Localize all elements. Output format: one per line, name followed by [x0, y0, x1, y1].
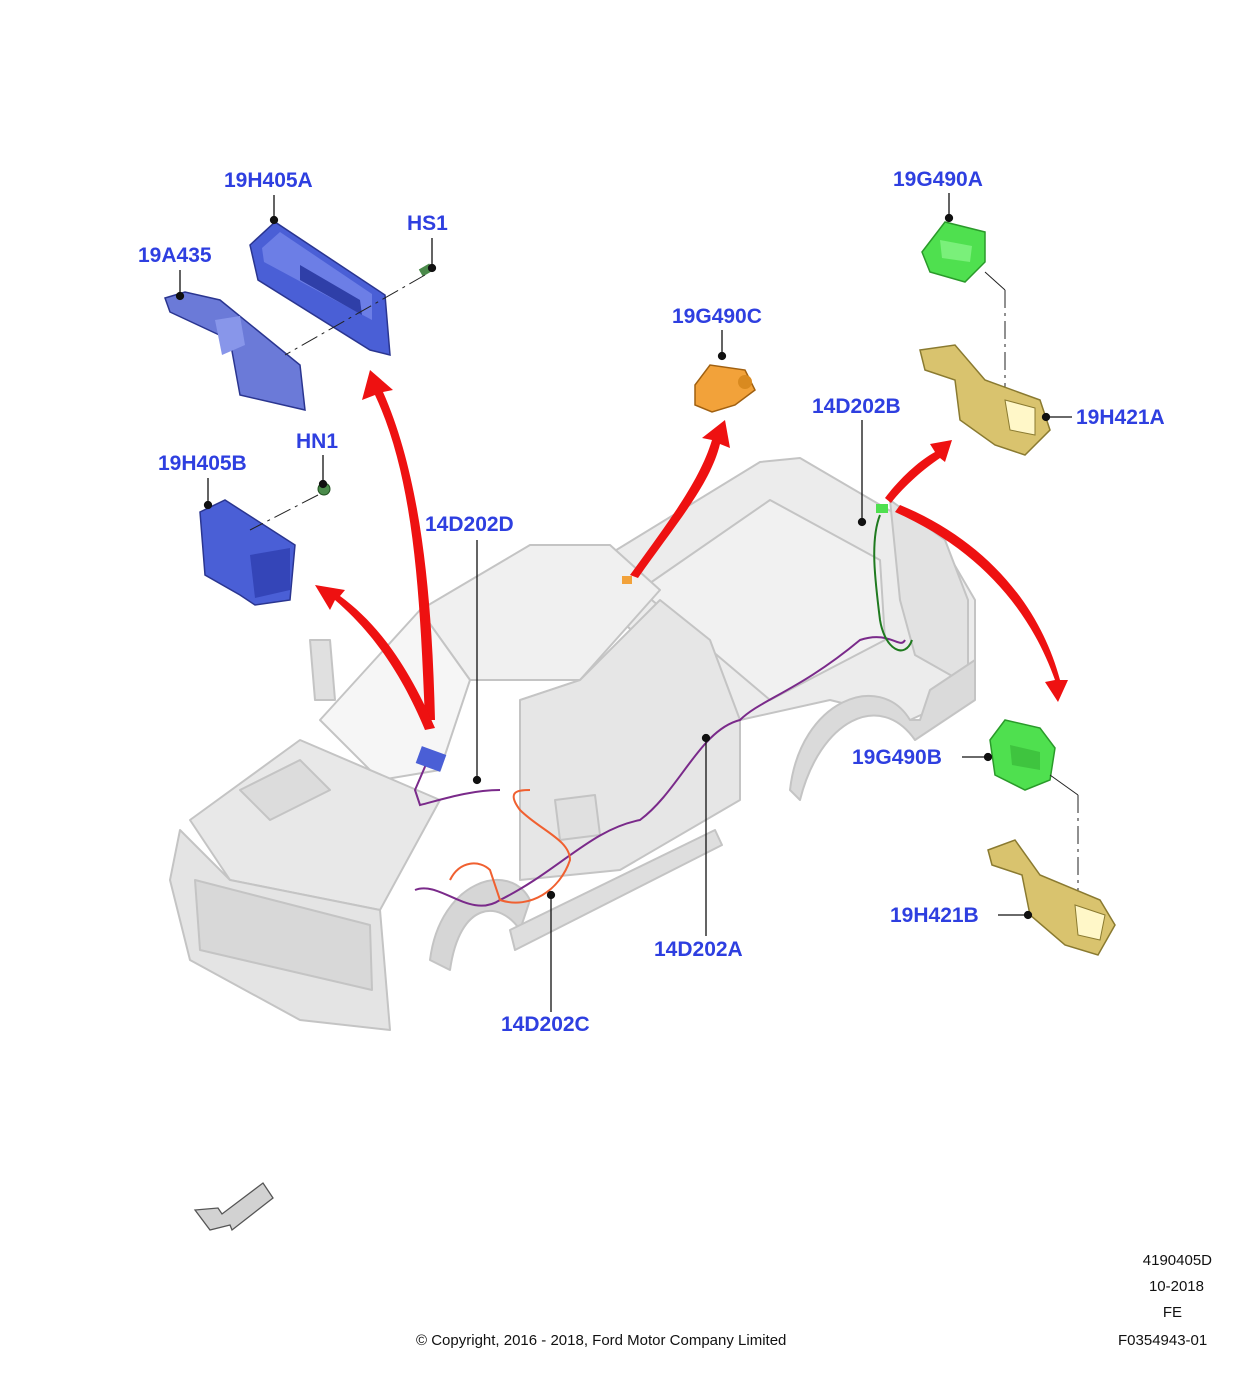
- running-board: [509, 829, 723, 951]
- sensor-19G490C: [694, 364, 756, 413]
- callout-19H421A: 19H421A: [1076, 406, 1165, 429]
- callout-19G490A: 19G490A: [893, 168, 983, 191]
- hood: [189, 739, 441, 911]
- harness-14D202D: [413, 754, 501, 807]
- figure-number: F0354943-01: [1118, 1332, 1208, 1349]
- bed-floor: [639, 499, 886, 701]
- callout-19H405B: 19H405B: [158, 452, 247, 475]
- illustration-id: 4190405D: [1142, 1252, 1212, 1269]
- callout-14D202B: 14D202B: [812, 395, 901, 418]
- callout-19A435: 19A435: [138, 244, 212, 267]
- callout-14D202C: 14D202C: [501, 1013, 590, 1036]
- installed-sensor-19G490C: [622, 576, 632, 584]
- installed-module-19H405: [415, 746, 447, 772]
- market-code: FE: [1162, 1304, 1182, 1321]
- front-direction-arrow-icon: [193, 1182, 274, 1232]
- leader-19G490B-dashdot: [1049, 774, 1079, 796]
- harness-14D202B: [873, 514, 913, 652]
- arrow-to-19G490B: [895, 505, 1068, 702]
- callout-14D202D: 14D202D: [425, 513, 514, 536]
- callout-19H405A: 19H405A: [224, 169, 313, 192]
- module-19H405B: [199, 499, 296, 606]
- hood-scoop: [239, 759, 331, 821]
- rear-wheel-arch: [789, 659, 976, 801]
- wiring-harnesses: [413, 514, 913, 907]
- illustration-date: 10-2018: [1148, 1278, 1204, 1295]
- harness-14D202A: [414, 636, 906, 907]
- installed-sensor-19G490A: [876, 504, 888, 513]
- sensor-19G490B: [989, 719, 1056, 791]
- callout-19G490B: 19G490B: [852, 746, 942, 769]
- arrow-to-19H405A: [362, 370, 435, 720]
- left-mirror: [309, 639, 336, 701]
- side-mirror: [554, 794, 601, 841]
- sensor-19G490A: [921, 221, 986, 283]
- bracket-19H421B: [987, 839, 1116, 956]
- arrow-to-19H421A: [885, 440, 952, 503]
- callout-HS1: HS1: [407, 212, 448, 235]
- arrow-to-19H405B: [315, 585, 435, 730]
- module-19H405A: [249, 221, 391, 356]
- leader-HS1-dashdot: [284, 274, 426, 356]
- callout-19G490C: 19G490C: [672, 305, 762, 328]
- copyright-notice: © Copyright, 2016 - 2018, Ford Motor Com…: [416, 1332, 787, 1349]
- bracket-19H421A: [919, 344, 1051, 456]
- callout-HN1: HN1: [296, 430, 339, 453]
- leader-19G490A-dashdot: [984, 271, 1006, 291]
- arrow-to-19G490C: [630, 420, 730, 578]
- grille: [194, 879, 373, 991]
- leader-lines: [175, 193, 1072, 1012]
- callout-19H421B: 19H421B: [890, 904, 979, 927]
- callout-14D202A: 14D202A: [654, 938, 743, 961]
- harness-14D202C: [449, 789, 572, 904]
- pickup-truck: [169, 457, 976, 1031]
- bracket-19A435: [164, 291, 306, 411]
- location-arrows: [315, 370, 1068, 730]
- leader-HN1-dashdot: [249, 494, 319, 531]
